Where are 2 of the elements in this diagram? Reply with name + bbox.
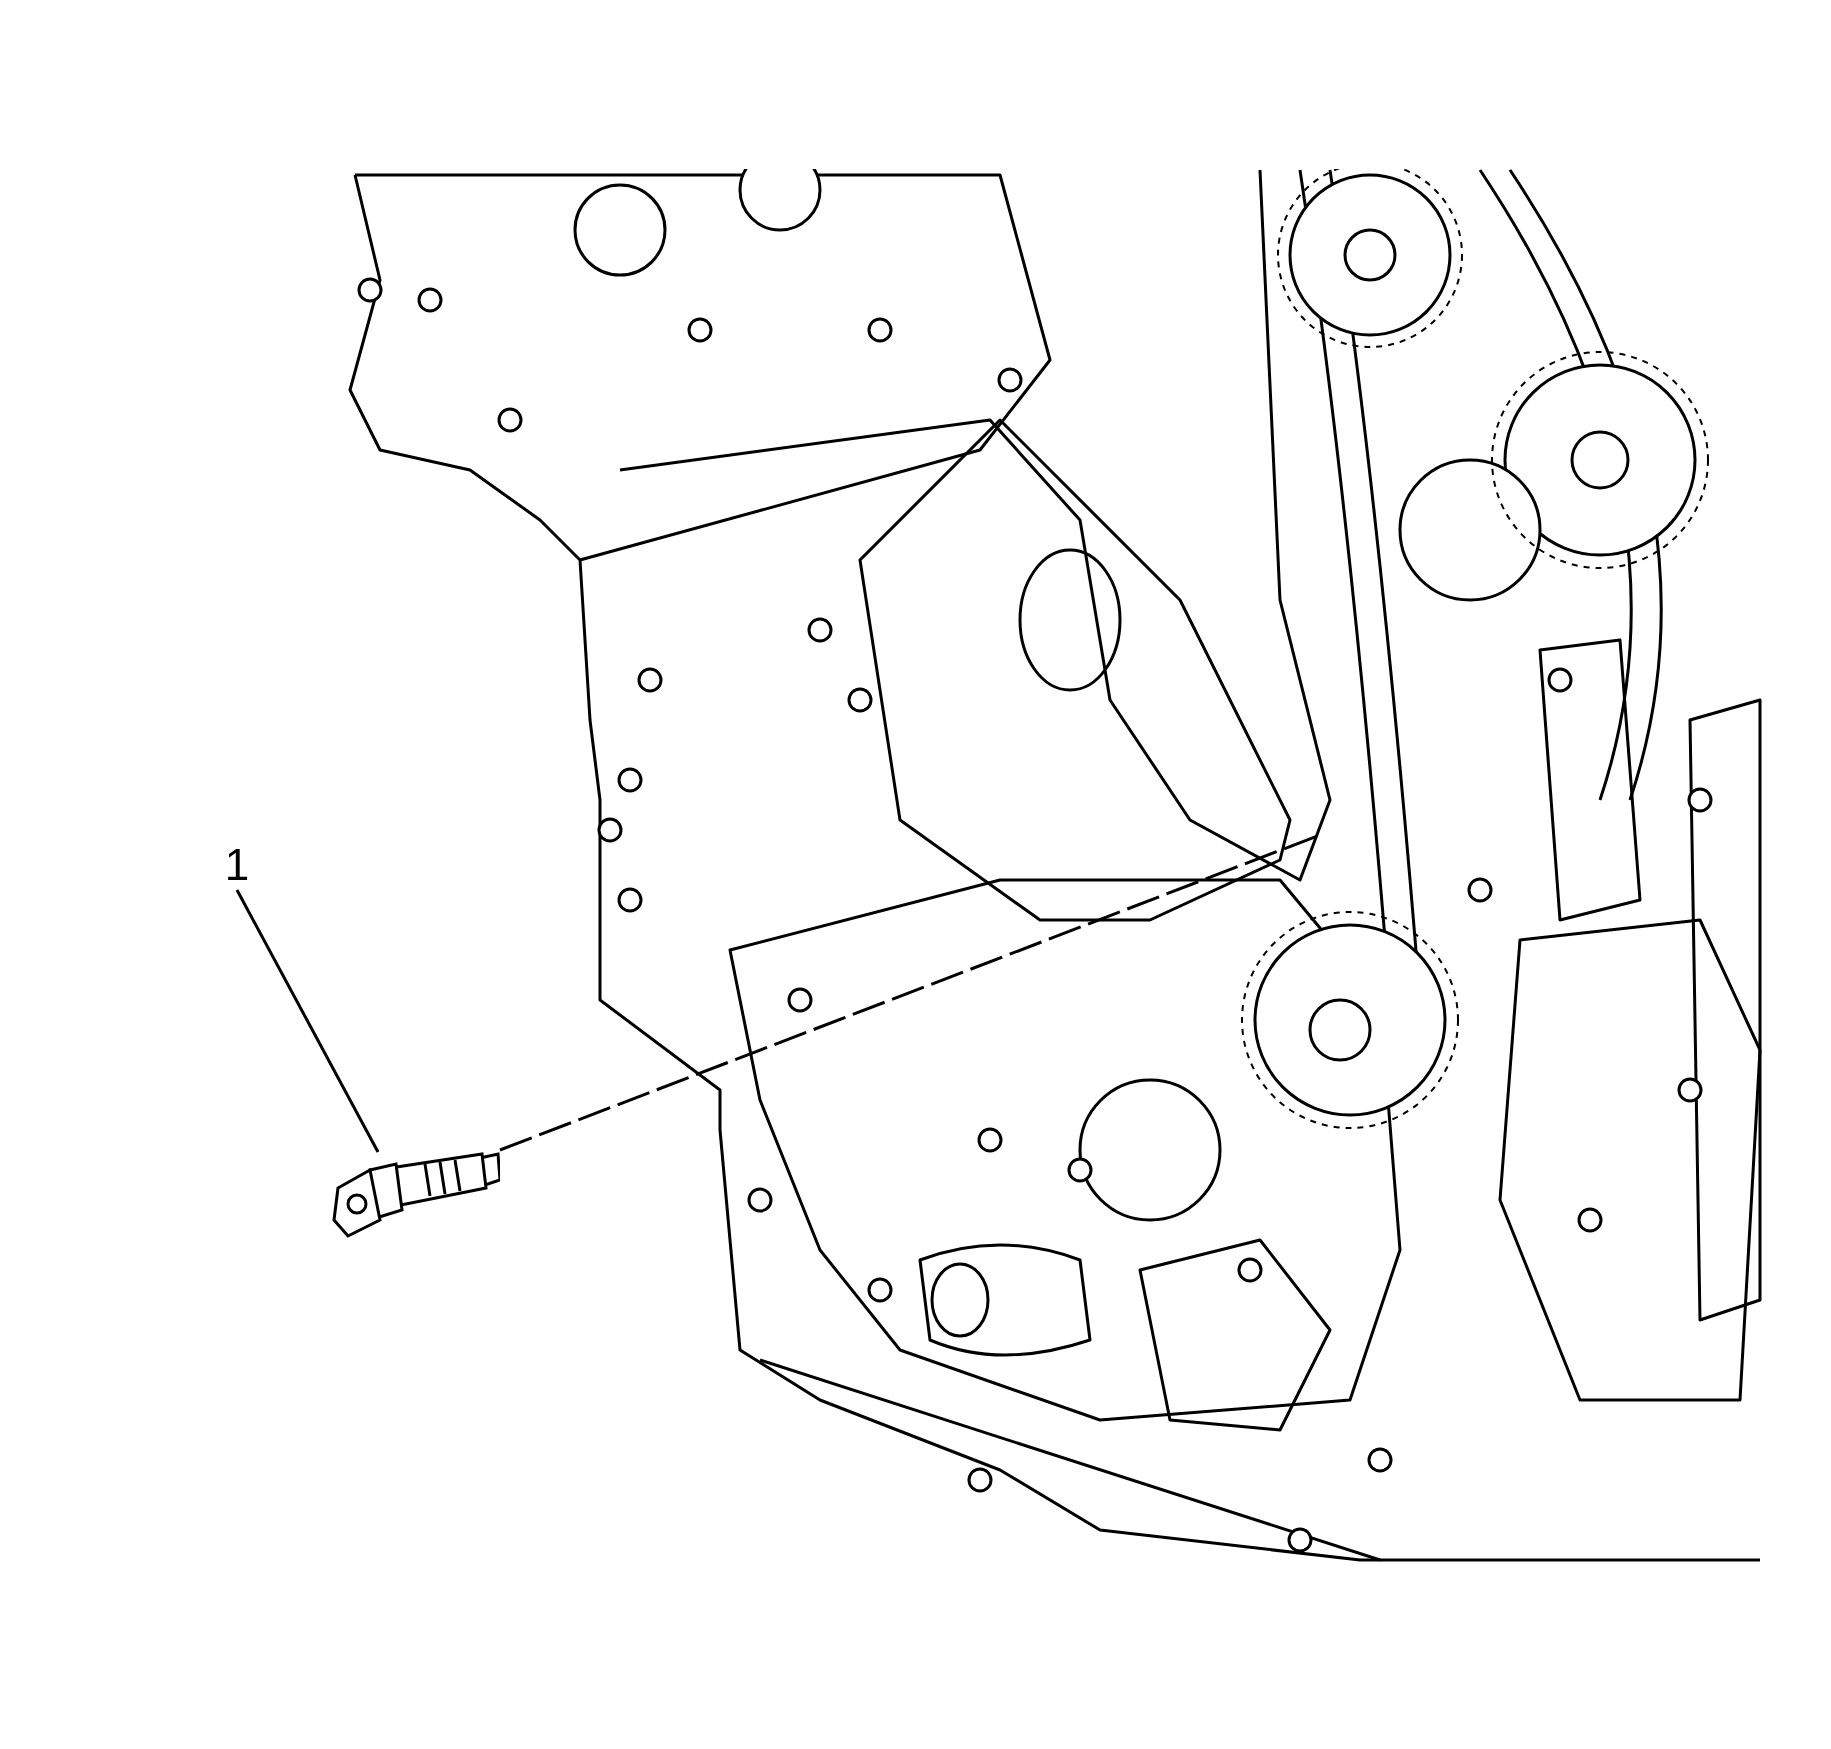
leader-line xyxy=(235,889,380,1153)
callout-number: 1 xyxy=(222,840,252,890)
